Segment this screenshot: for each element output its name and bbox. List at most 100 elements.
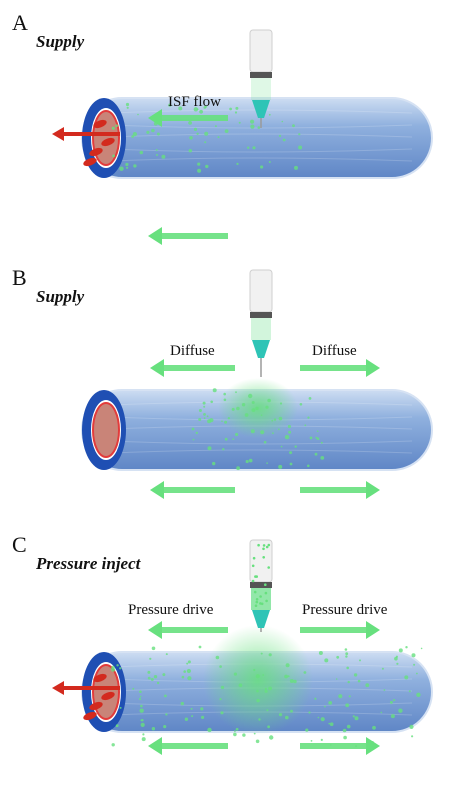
- syringe-particle: [255, 598, 259, 601]
- isf-particle: [198, 409, 202, 412]
- red-blood-cell: [101, 137, 115, 147]
- isf-particle: [255, 406, 259, 411]
- syringe-particle: [255, 600, 259, 604]
- isf-particle: [111, 126, 115, 130]
- isf-particle: [146, 130, 150, 134]
- isf-particle: [307, 464, 310, 468]
- syringe-collar: [250, 72, 272, 78]
- panel-c-illustration: [52, 539, 433, 755]
- isf-particle: [304, 424, 307, 427]
- isf-particle: [393, 699, 396, 702]
- isf-particle: [209, 418, 214, 423]
- panel-c: C Pressure inject Pressure drive Pressur…: [0, 522, 474, 787]
- isf-particle: [236, 406, 240, 411]
- syringe-barrel: [249, 539, 273, 583]
- isf-particle: [346, 724, 351, 729]
- isf-particle: [264, 687, 267, 690]
- isf-particle: [132, 132, 137, 137]
- syringe-particle: [267, 543, 271, 547]
- isf-particle: [138, 697, 142, 701]
- panel-letter: A: [12, 10, 28, 35]
- isf-particle: [190, 707, 193, 710]
- red-blood-cell: [89, 147, 103, 157]
- isf-particle: [231, 407, 235, 411]
- isf-particle: [416, 672, 418, 675]
- isf-particle: [305, 728, 309, 732]
- isf-particle: [222, 448, 225, 451]
- red-blood-cell: [89, 701, 103, 711]
- isf-particle: [193, 127, 198, 131]
- isf-particle: [156, 681, 160, 685]
- isf-particle: [189, 136, 193, 140]
- isf-particle: [347, 680, 350, 684]
- isf-particle: [346, 666, 350, 670]
- green-arrow-right-icon: [300, 359, 380, 377]
- green-arrow-right-icon: [300, 737, 380, 755]
- isf-particle: [156, 132, 160, 136]
- isf-particle: [265, 405, 269, 409]
- green-arrow-right-icon: [300, 481, 380, 499]
- isf-particle: [359, 659, 361, 662]
- syringe-particle: [254, 604, 258, 607]
- isf-particle: [206, 415, 209, 418]
- isf-particle: [139, 708, 144, 713]
- isf-particle: [212, 461, 216, 466]
- isf-particle: [163, 725, 167, 729]
- isf-particle: [178, 106, 183, 111]
- isf-particle: [268, 686, 272, 691]
- isf-particle: [126, 166, 129, 169]
- isf-particle: [256, 698, 260, 703]
- isf-particle: [115, 725, 118, 727]
- isf-particle: [233, 672, 237, 676]
- isf-particle: [162, 673, 166, 677]
- isf-particle: [149, 657, 152, 660]
- isf-particle: [132, 687, 135, 690]
- isf-particle: [199, 109, 204, 114]
- isf-particle: [252, 146, 256, 150]
- syringe-particle: [262, 544, 266, 547]
- isf-particle: [131, 135, 135, 138]
- isf-particle: [354, 716, 359, 721]
- isf-particle: [119, 667, 122, 670]
- injection-glow: [203, 625, 313, 735]
- isf-particle: [284, 434, 290, 440]
- isf-particle: [151, 646, 156, 651]
- isf-particle: [212, 388, 217, 393]
- isf-particle: [258, 718, 261, 721]
- isf-particle: [352, 715, 355, 718]
- isf-particle: [217, 136, 220, 139]
- isf-particle: [287, 424, 291, 429]
- isf-particle: [413, 663, 416, 666]
- isf-particle: [197, 162, 201, 166]
- isf-particle: [139, 695, 142, 698]
- isf-particle: [316, 430, 319, 432]
- isf-particle: [271, 419, 274, 422]
- isf-particle: [289, 679, 294, 683]
- isf-particle: [260, 165, 264, 169]
- isf-particle: [236, 466, 241, 471]
- isf-particle: [267, 398, 271, 403]
- isf-particle: [320, 441, 323, 444]
- isf-particle: [290, 709, 293, 713]
- isf-particle: [250, 119, 255, 124]
- isf-particle: [284, 674, 288, 679]
- isf-particle: [309, 436, 313, 440]
- isf-particle: [244, 413, 249, 417]
- isf-particle: [141, 719, 144, 722]
- vessel-lumen: [92, 664, 120, 720]
- isf-particle: [348, 695, 351, 698]
- isf-particle: [266, 709, 269, 712]
- isf-particle: [198, 418, 202, 421]
- isf-particle: [329, 722, 334, 726]
- isf-particle: [263, 440, 267, 444]
- isf-particle: [394, 656, 398, 661]
- isf-particle: [343, 735, 347, 740]
- isf-particle: [390, 714, 395, 719]
- syringe-particle: [259, 602, 262, 605]
- syringe-fluid: [251, 588, 271, 610]
- red-blood-cell: [83, 711, 97, 721]
- isf-particle: [202, 401, 206, 405]
- isf-particle: [235, 432, 239, 437]
- isf-particle: [150, 678, 154, 681]
- green-arrow-left-icon: [148, 737, 228, 755]
